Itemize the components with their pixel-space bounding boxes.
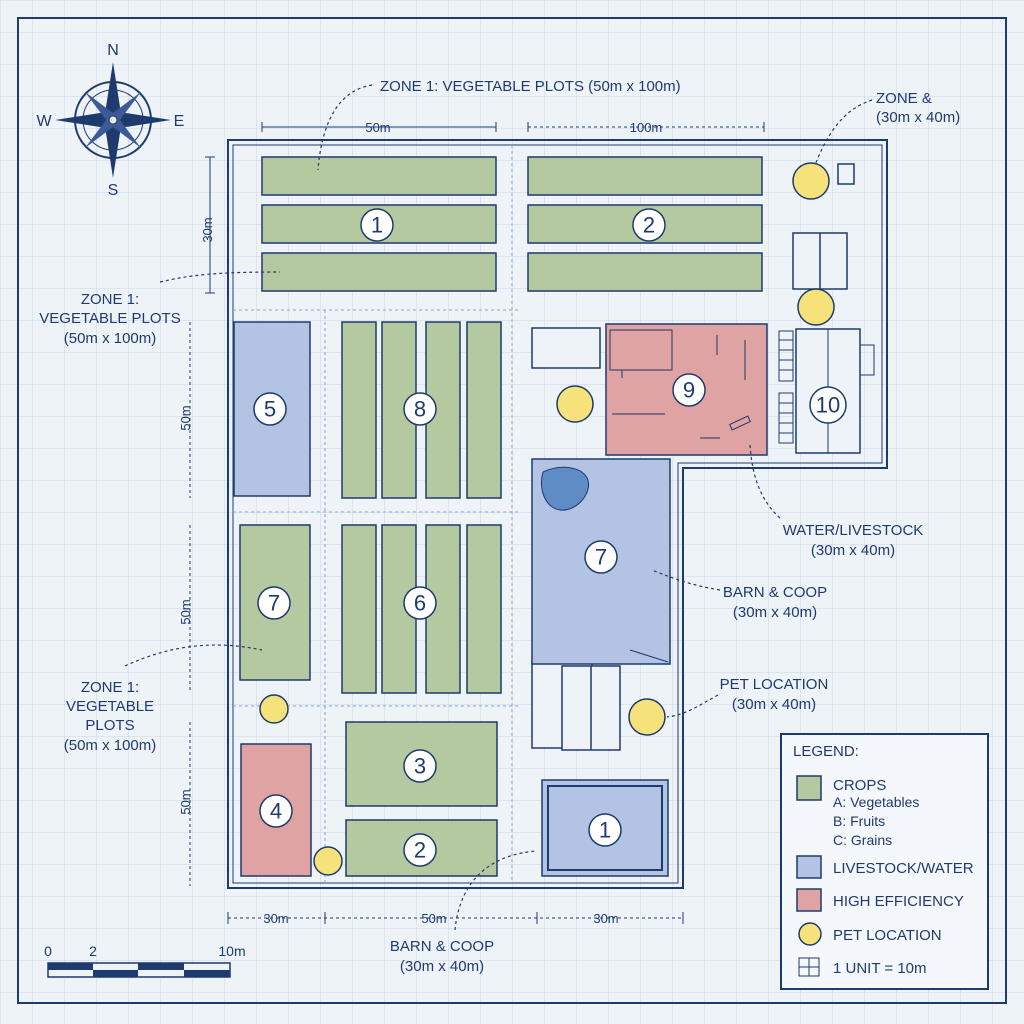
plot-2b-label: 2 — [414, 838, 426, 863]
plot-1b-label: 1 — [599, 818, 611, 843]
compass-west-label: W — [36, 113, 52, 130]
callout-barn-bottom-a: BARN & COOP — [390, 938, 494, 955]
dim-bottom-30b: 30m — [593, 911, 618, 926]
compass-north-label: N — [107, 42, 119, 59]
pet-location-markers — [259, 162, 835, 876]
plot-8-label: 8 — [414, 397, 426, 422]
callout-zone1-low-a: ZONE 1: — [81, 679, 139, 696]
scale-label-2: 2 — [89, 943, 97, 959]
callout-barn-b: (30m x 40m) — [733, 604, 817, 621]
plot-number-badges — [253, 208, 847, 867]
plot-6-crop-strips — [341, 524, 502, 694]
plot-6-label: 6 — [414, 591, 426, 616]
legend-livestock: LIVESTOCK/WATER — [833, 860, 974, 877]
callout-zone2-line2: (30m x 40m) — [876, 109, 960, 126]
callout-water-b: (30m x 40m) — [811, 542, 895, 559]
scale-bar — [47, 962, 231, 978]
legend-crops-c: C: Grains — [833, 832, 892, 848]
plot-4-label: 4 — [270, 799, 282, 824]
plot-2-label: 2 — [643, 213, 655, 238]
callout-water-a: WATER/LIVESTOCK — [783, 522, 924, 539]
legend-crops-b: B: Fruits — [833, 813, 885, 829]
legend-pet: PET LOCATION — [833, 927, 942, 944]
legend-crops: CROPS — [833, 777, 886, 794]
dim-bottom-30a: 30m — [263, 911, 288, 926]
site-boundary-inner — [232, 144, 883, 884]
legend-crops-a: A: Vegetables — [833, 794, 919, 810]
dim-left-50a: 50m — [178, 405, 193, 430]
scale-label-10: 10m — [218, 943, 245, 959]
legend-unit: 1 UNIT = 10m — [833, 960, 927, 977]
callout-zone1-left-c: (50m x 100m) — [64, 330, 157, 347]
site-boundary — [227, 139, 888, 889]
plot-3-label: 3 — [414, 754, 426, 779]
callout-zone1-left-b: VEGETABLE PLOTS — [39, 310, 180, 327]
plot-7b-label: 7 — [595, 545, 607, 570]
plot-10-building[interactable] — [778, 328, 875, 454]
compass-rose-icon — [55, 62, 171, 178]
legend-box — [780, 733, 989, 990]
dim-top-50: 50m — [365, 120, 390, 135]
page-border — [17, 17, 1007, 1004]
callout-zone1-low-d: (50m x 100m) — [64, 737, 157, 754]
interior-guides — [233, 145, 520, 883]
dim-left-30: 30m — [200, 217, 215, 242]
plot-7a-label: 7 — [268, 591, 280, 616]
compass-south-label: S — [108, 182, 119, 199]
compass-east-label: E — [174, 113, 185, 130]
callout-barn-a: BARN & COOP — [723, 584, 827, 601]
dim-left-50b: 50m — [178, 599, 193, 624]
plot-9-label: 9 — [683, 378, 695, 403]
callout-pet-a: PET LOCATION — [720, 676, 829, 693]
plot-1-label: 1 — [371, 213, 383, 238]
plot-10-label: 10 — [816, 393, 840, 418]
zone2-structures — [531, 163, 855, 751]
callout-zone1-low-b: VEGETABLE — [66, 698, 154, 715]
dim-bottom-50: 50m — [421, 911, 446, 926]
legend-title: LEGEND: — [793, 743, 859, 760]
dimension-lines — [189, 122, 765, 924]
plot-5-label: 5 — [264, 397, 276, 422]
callout-pet-b: (30m x 40m) — [732, 696, 816, 713]
callout-zone2-line1: ZONE & — [876, 90, 932, 107]
callout-zone1-low-c: PLOTS — [85, 717, 134, 734]
callout-zone1-left-a: ZONE 1: — [81, 291, 139, 308]
dim-left-50c: 50m — [178, 789, 193, 814]
callout-leaders — [124, 84, 873, 931]
legend-high-efficiency: HIGH EFFICIENCY — [833, 893, 964, 910]
callout-barn-bottom-b: (30m x 40m) — [400, 958, 484, 975]
dim-top-100: 100m — [630, 120, 663, 135]
callout-zone1-top: ZONE 1: VEGETABLE PLOTS (50m x 100m) — [380, 78, 681, 95]
scale-label-0: 0 — [44, 943, 52, 959]
